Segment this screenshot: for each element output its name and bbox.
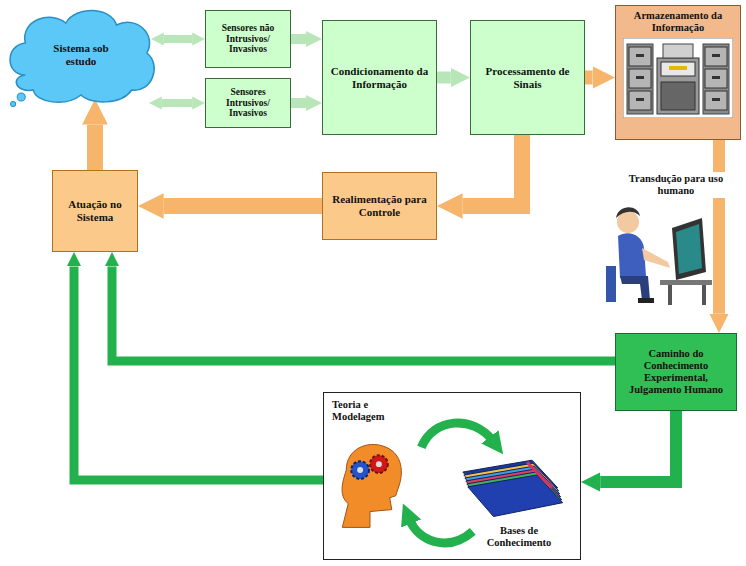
node-text: Atuação no Sistema: [59, 198, 131, 223]
process-box: Condicionamento da Informação: [322, 20, 437, 135]
node-text: Sensores Intrusivos/ Invasivos: [212, 87, 284, 120]
flow-arrow: [463, 135, 522, 206]
theory-panel: Teoria e ModelagemBases de Conhecimento: [323, 392, 581, 560]
system-cloud: Sistema sob estudo: [5, 5, 157, 105]
sensor-box: Sensores Intrusivos/ Invasivos: [205, 78, 291, 128]
flow-arrow: [162, 99, 192, 107]
edge-label: Transdução para uso humano: [610, 172, 742, 198]
node-text: Teoria e Modelagem: [332, 399, 412, 423]
filing-cabinet-icon: [623, 38, 733, 118]
node-text: Bases de Conhecimento: [474, 525, 564, 549]
flow-arrow: [713, 140, 725, 314]
node-text: Condicionamento da Informação: [330, 65, 430, 90]
flow-arrow: [291, 34, 306, 44]
node-text: Armazenamento da Informação: [620, 10, 736, 34]
storage-box: Armazenamento da Informação: [615, 5, 741, 140]
node-text: Sistema sob estudo: [51, 42, 111, 67]
process-box: Processamento de Sinais: [470, 20, 585, 135]
flow-arrow: [164, 35, 192, 43]
node-text: Processamento de Sinais: [478, 65, 578, 90]
sensor-box: Sensores não Intrusivos/ Invasivos: [205, 10, 291, 68]
flow-arrow: [164, 198, 322, 214]
feedback-box: Realimentação para Controle: [322, 172, 437, 240]
node-text: Realimentação para Controle: [330, 193, 430, 218]
node-text: Caminho do Conhecimento Experimental, Ju…: [622, 348, 730, 396]
node-text: Sensores não Intrusivos/ Invasivos: [212, 23, 284, 56]
flow-arrow: [585, 71, 593, 85]
flow-arrow: [600, 411, 676, 482]
person-at-computer: [598, 196, 718, 308]
flow-arrow: [74, 266, 323, 480]
flow-arrow: [437, 72, 451, 84]
knowledge-box: Caminho do Conhecimento Experimental, Ju…: [615, 333, 737, 411]
flow-arrow: [291, 98, 306, 108]
flow-arrow: [112, 266, 615, 361]
actuator-box: Atuação no Sistema: [52, 170, 138, 252]
flow-arrow: [87, 125, 103, 170]
